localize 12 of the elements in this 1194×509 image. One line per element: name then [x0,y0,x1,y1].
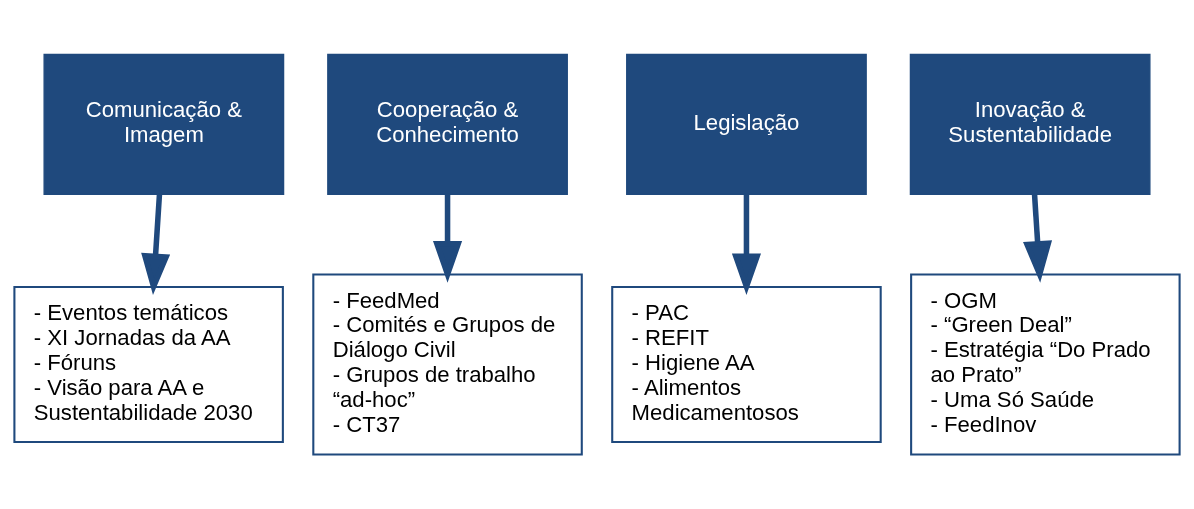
node-box: - Eventos temáticos - XI Jornadas da AA - Fóruns - Visão para AA e Sustentabilidade 2030 [13,285,284,444]
node-box: Legislação [626,53,867,195]
node-box: Comunicação & Imagem [43,53,285,195]
node-box: - PAC - REFIT - Higiene AA - Alimentos Medicamentosos [611,285,882,444]
node-box: Cooperação & Conhecimento [327,53,568,195]
arrow [141,194,171,296]
node-box: - FeedMed - Comités e Grupos de Diálogo Civil - Grupos de trabalho “ad-hoc” - CT37 [312,273,583,456]
arrow [1023,194,1053,283]
arrow [433,194,463,283]
node-box: Inovação & Sustentabilidade [909,53,1151,195]
arrow [731,194,761,296]
node-box: - OGM - “Green Deal” - Estratégia “Do Prado ao Prato” - Uma Só Saúde - FeedInov [910,273,1181,456]
